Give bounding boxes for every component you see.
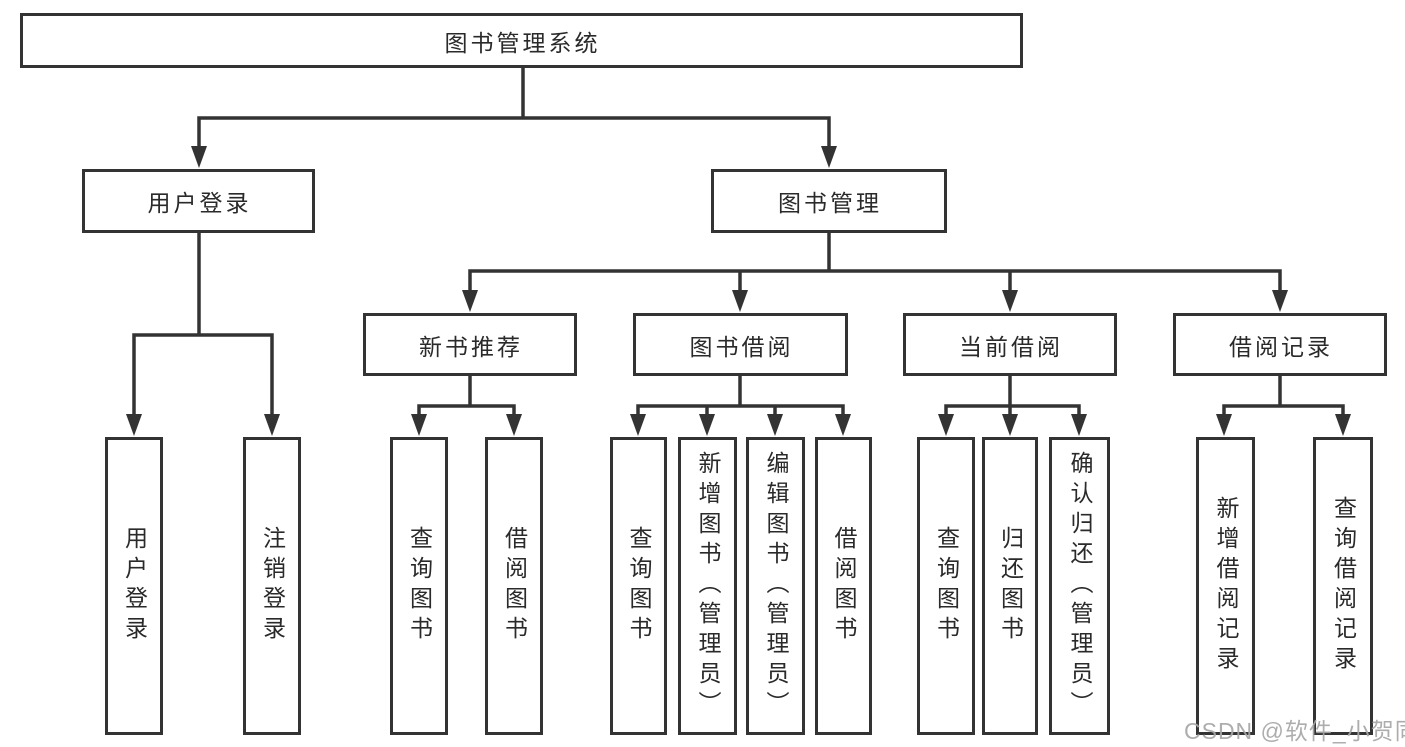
node-label: 新增图书（管理员） — [695, 451, 721, 721]
arrow-down-icon — [821, 146, 837, 168]
arrow-down-icon — [1272, 290, 1288, 312]
arrow-down-icon — [411, 414, 427, 436]
node-label: 确认归还（管理员） — [1067, 451, 1093, 721]
node-query-borrow-record: 查询借阅记录 — [1313, 437, 1373, 735]
arrow-down-icon — [126, 414, 142, 436]
node-query-books-rec: 查询图书 — [390, 437, 448, 735]
arrow-down-icon — [462, 290, 478, 312]
node-label: 图书管理系统 — [444, 29, 601, 56]
node-book-borrow: 图书借阅 — [633, 313, 848, 376]
node-label: 编辑图书（管理员） — [763, 451, 789, 721]
arrow-down-icon — [506, 414, 522, 436]
arrowheads — [126, 146, 1351, 436]
node-borrow-books-rec: 借阅图书 — [485, 437, 543, 735]
node-add-books-admin: 新增图书（管理员） — [678, 437, 737, 735]
node-label: 查询图书 — [626, 526, 652, 646]
node-label: 图书管理 — [778, 190, 882, 216]
node-label: 用户登录 — [147, 190, 252, 216]
node-query-books-borrow: 查询图书 — [610, 437, 667, 735]
csdn-watermark: CSDN @软件_小贺同学 — [1184, 718, 1405, 744]
arrow-down-icon — [191, 146, 207, 168]
node-edit-books-admin: 编辑图书（管理员） — [746, 437, 805, 735]
node-new-book-recommend: 新书推荐 — [363, 313, 577, 376]
arrow-down-icon — [938, 414, 954, 436]
node-label: 当前借阅 — [959, 333, 1063, 360]
node-label: 新书推荐 — [419, 333, 523, 360]
node-label: 查询借阅记录 — [1330, 496, 1357, 676]
node-query-books-current: 查询图书 — [917, 437, 975, 735]
connector-currentborrow-to-children — [944, 374, 1081, 419]
node-logout: 注销登录 — [243, 437, 301, 735]
connector-bookmgmt-to-level3 — [468, 231, 1282, 295]
arrow-down-icon — [1002, 414, 1018, 436]
arrow-down-icon — [1216, 414, 1232, 436]
arrow-down-icon — [1071, 414, 1087, 436]
node-root: 图书管理系统 — [20, 13, 1023, 68]
node-label: 借阅图书 — [501, 526, 528, 646]
connector-bookborrow-to-children — [636, 374, 845, 419]
node-label: 查询图书 — [933, 526, 960, 646]
arrow-down-icon — [835, 414, 851, 436]
arrow-down-icon — [732, 290, 748, 312]
node-label: 注销登录 — [259, 526, 286, 646]
node-label: 归还图书 — [997, 526, 1024, 646]
node-user-login-leaf: 用户登录 — [105, 437, 163, 735]
node-borrow-books: 借阅图书 — [815, 437, 872, 735]
arrow-down-icon — [630, 414, 646, 436]
node-label: 查询图书 — [406, 526, 433, 646]
node-label: 新增借阅记录 — [1213, 496, 1239, 676]
node-add-borrow-record: 新增借阅记录 — [1196, 437, 1255, 735]
connector-newbookrec-to-children — [417, 374, 516, 419]
node-return-books: 归还图书 — [982, 437, 1038, 735]
connector-userlogin-to-children — [132, 231, 274, 419]
node-book-management: 图书管理 — [711, 169, 947, 233]
node-confirm-return-admin: 确认归还（管理员） — [1049, 437, 1110, 735]
connector-borrowrecords-to-children — [1222, 374, 1345, 419]
node-label: 借阅图书 — [831, 526, 857, 646]
node-user-login: 用户登录 — [82, 169, 315, 233]
node-label: 图书借阅 — [689, 333, 794, 360]
node-current-borrow: 当前借阅 — [903, 313, 1117, 376]
arrow-down-icon — [264, 414, 280, 436]
node-label: 用户登录 — [121, 526, 148, 646]
arrow-down-icon — [767, 414, 783, 436]
connector-root-to-level2 — [197, 66, 831, 150]
arrow-down-icon — [1002, 290, 1018, 312]
arrow-down-icon — [699, 414, 715, 436]
node-borrow-records: 借阅记录 — [1173, 313, 1387, 376]
arrow-down-icon — [1335, 414, 1351, 436]
node-label: 借阅记录 — [1229, 333, 1333, 360]
